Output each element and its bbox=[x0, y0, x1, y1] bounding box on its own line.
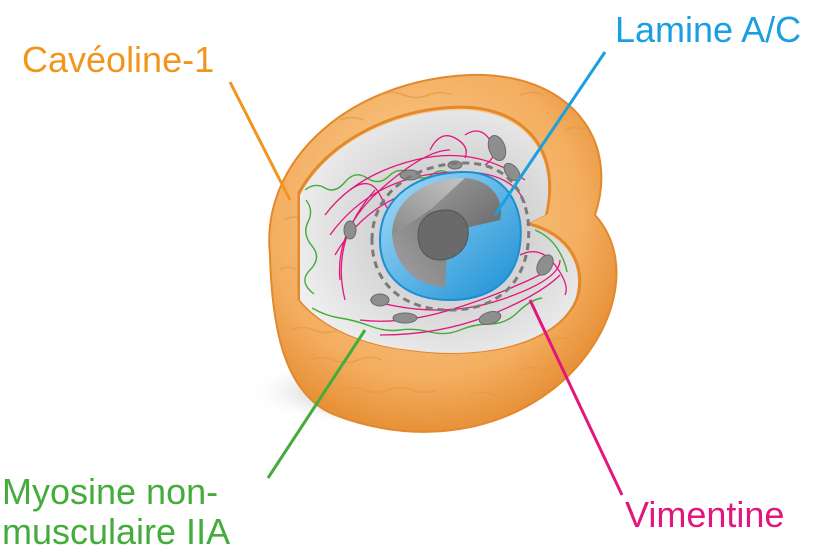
label-vimentine: Vimentine bbox=[625, 495, 784, 535]
leader-line-caveoline bbox=[230, 82, 290, 200]
label-lamine: Lamine A/C bbox=[615, 10, 801, 50]
label-myosine-line1: Myosine non- bbox=[2, 472, 230, 512]
label-caveoline: Cavéoline-1 bbox=[22, 40, 214, 80]
label-myosine: Myosine non- musculaire IIA bbox=[2, 472, 230, 552]
label-myosine-line2: musculaire IIA bbox=[2, 512, 230, 552]
